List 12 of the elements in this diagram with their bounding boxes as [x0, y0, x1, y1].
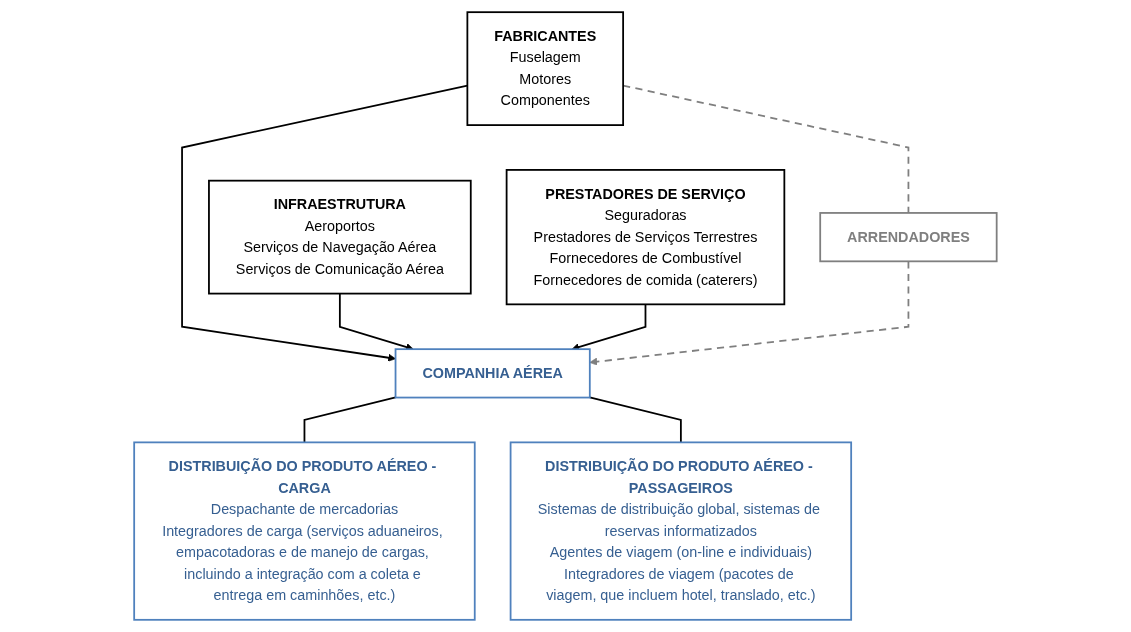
connector	[589, 396, 682, 444]
arrow	[589, 260, 910, 366]
node-box: PRESTADORES DE SERVIÇO Seguradoras Prestadores de Serviços Terrestres Fornecedores de Combustível Fornecedores de comida (caterers)	[505, 169, 786, 306]
node-box: ARRENDADORES	[819, 212, 998, 263]
arrow	[339, 292, 414, 351]
node-box: DISTRIBUIÇÃO DO PRODUTO AÉREO - PASSAGEIROS Sistemas de distribuição global, sistemas de reservas informatizados Agentes de viagem (on-line e individuais) Integradores de viagem (pacotes de viagem, que incluem hotel, translado, etc.)	[509, 441, 853, 621]
node-box: DISTRIBUIÇÃO DO PRODUTO AÉREO - CARGA Despachante de mercadorias Integradores de carga (serviços aduaneiros, empacotadoras e de manejo de cargas, incluindo a integração com a coleta e entrega em caminhões, etc.)	[133, 441, 476, 621]
connector	[303, 396, 397, 444]
node-box: INFRAESTRUTURA Aeroportos Serviços de Navegação Aérea Serviços de Comunicação Aérea	[208, 179, 472, 295]
node-box: FABRICANTES Fuselagem Motores Componentes	[466, 11, 625, 126]
node-box: COMPANHIA AÉREA	[394, 348, 591, 399]
arrow	[571, 303, 647, 351]
